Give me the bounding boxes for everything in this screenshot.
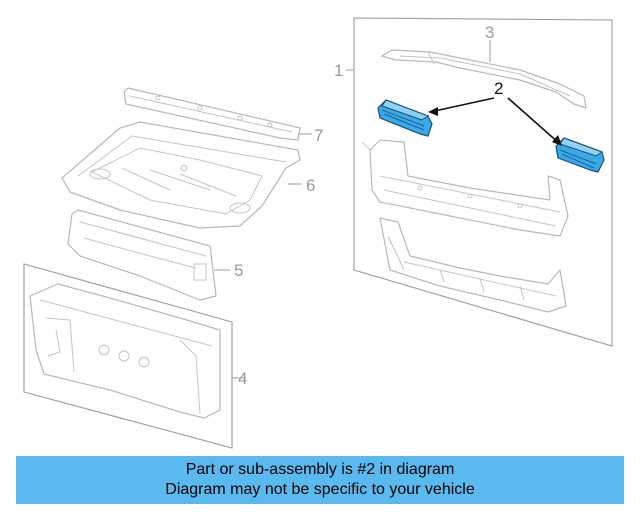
callout-5: 5 (234, 261, 243, 280)
part-2-bracket-right (555, 137, 605, 173)
banner-line-2: Diagram may not be specific to your vehi… (165, 481, 475, 498)
part-4-lower-panel (29, 283, 221, 419)
callout-2: 2 (494, 79, 503, 98)
parts-diagram: 7 6 5 4 1 (23, 17, 613, 449)
part-6-package-tray (61, 121, 301, 229)
part-1-back-panel-upper (361, 139, 569, 237)
callout-6: 6 (306, 176, 315, 195)
callout-2-arrowhead-left (428, 107, 438, 116)
callout-2-arrow-left (429, 97, 495, 113)
part-3-top-rail (381, 49, 587, 109)
banner-line-1: Part or sub-assembly is #2 in diagram (185, 461, 455, 478)
callout-7: 7 (314, 126, 323, 145)
part-1-back-panel-lower (379, 217, 567, 313)
part-5-rear-panel (67, 209, 217, 301)
callout-2-arrow-right (507, 97, 561, 145)
callout-1: 1 (334, 61, 343, 80)
callout-2-arrowhead-right (552, 135, 562, 146)
part-7-upper-rail (123, 87, 301, 141)
callout-3: 3 (485, 23, 494, 42)
part-2-bracket-left (377, 99, 433, 137)
callout-4: 4 (238, 369, 247, 388)
info-banner: Part or sub-assembly is #2 in diagram Di… (16, 456, 624, 504)
